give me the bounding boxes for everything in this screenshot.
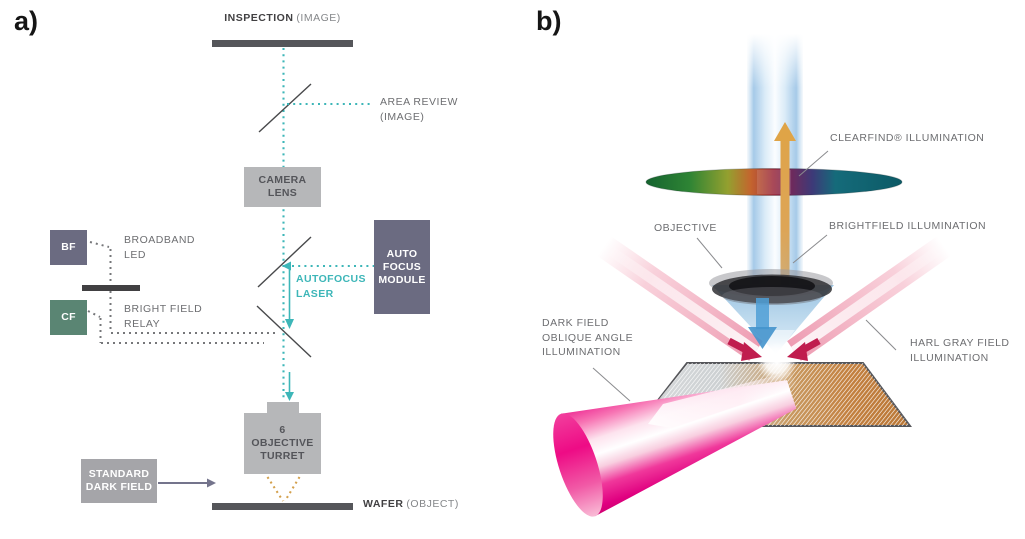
objective-label: OBJECTIVE bbox=[654, 222, 717, 234]
autofocus-laser-arrowhead-1 bbox=[285, 319, 294, 329]
cf-connector-dotted bbox=[87, 310, 101, 318]
left-convergence-arrowhead bbox=[741, 342, 762, 361]
wafer-label-rest: (OBJECT) bbox=[406, 498, 459, 510]
clearfind-pointer-line bbox=[798, 150, 829, 177]
wafer-label: WAFER(OBJECT) bbox=[363, 497, 459, 512]
pointer-lines bbox=[592, 150, 897, 402]
brightfield-illumination-label: BRIGHTFIELD ILLUMINATION bbox=[829, 220, 987, 232]
panel-b-graphics bbox=[553, 34, 951, 517]
brightfield-pointer-line bbox=[792, 234, 828, 264]
beam-top-fade bbox=[745, 34, 805, 88]
inspection-label: INSPECTION(IMAGE) bbox=[212, 11, 353, 26]
objective-turret-box: 6 OBJECTIVE TURRET bbox=[244, 413, 321, 474]
autofocus-laser-label: AUTOFOCUS LASER bbox=[296, 273, 366, 300]
autofocus-laser-arrowhead-2 bbox=[285, 392, 294, 401]
clearfind-arrowhead bbox=[774, 122, 796, 141]
inspection-label-rest: (IMAGE) bbox=[296, 12, 341, 24]
objective-turret-tab bbox=[267, 402, 299, 414]
focus-cone bbox=[712, 285, 834, 354]
standard-dark-field-box: STANDARD DARK FIELD bbox=[81, 459, 157, 503]
objective-pointer-line bbox=[696, 237, 723, 269]
right-convergence-arrowhead bbox=[787, 342, 808, 361]
focus-glow bbox=[757, 342, 797, 382]
objective-lens-rim bbox=[722, 287, 822, 305]
harl-gray-pointer-line bbox=[865, 319, 897, 351]
auto-focus-module-box: AUTO FOCUS MODULE bbox=[374, 220, 430, 314]
bf-connector-dotted bbox=[89, 241, 110, 248]
dark-field-cone-right-dotted bbox=[284, 476, 301, 502]
dark-field-cone-left-dotted bbox=[266, 476, 284, 502]
panel-b-tag: b) bbox=[536, 6, 562, 36]
panel-a-graphics bbox=[82, 40, 374, 510]
standard-dark-field-arrowhead bbox=[207, 478, 216, 488]
dark-field-oblique-label: DARK FIELD OBLIQUE ANGLE ILLUMINATION bbox=[542, 317, 634, 358]
panel-a-tag: a) bbox=[14, 6, 39, 36]
beam-splitter-2-line bbox=[257, 236, 312, 288]
inspection-image-plane-bar bbox=[212, 40, 353, 47]
clearfind-disc bbox=[645, 168, 903, 196]
bright-field-relay-label: BRIGHT FIELD RELAY bbox=[124, 303, 203, 330]
oblique-beam-cylinder bbox=[553, 380, 797, 517]
oblique-beam-body bbox=[561, 380, 797, 517]
area-review-label: AREA REVIEW (IMAGE) bbox=[380, 96, 458, 123]
harl-gray-field-label: HARL GRAY FIELD ILLUMINATION bbox=[910, 337, 1010, 364]
clearfind-illumination-label: CLEARFIND® ILLUMINATION bbox=[830, 132, 985, 144]
oblique-beam-endcap bbox=[553, 413, 603, 517]
relay-lens-bar bbox=[82, 285, 140, 291]
brightfield-arrowhead bbox=[748, 327, 777, 349]
bf-box: BF bbox=[50, 230, 87, 265]
objective-lens-core bbox=[729, 276, 815, 296]
beam-splitter-1-line bbox=[258, 83, 312, 133]
beam-splitter-3-line bbox=[256, 305, 312, 358]
dark-field-pointer-line bbox=[592, 367, 631, 402]
inspection-label-bold: INSPECTION bbox=[224, 12, 294, 24]
oblique-beam-streak bbox=[648, 372, 798, 428]
wafer-object-bar bbox=[212, 503, 353, 510]
camera-lens-box: CAMERA LENS bbox=[244, 167, 321, 207]
convergence-arrows bbox=[727, 337, 821, 361]
wafer-label-bold: WAFER bbox=[363, 498, 404, 510]
brightfield-arrow-shaft bbox=[756, 298, 769, 329]
gray-field-beam-right-core bbox=[791, 244, 943, 356]
dark-field-beam-left-core bbox=[605, 244, 759, 356]
clearfind-arrow-shaft bbox=[780, 139, 790, 295]
cf-box: CF bbox=[50, 300, 87, 335]
broadband-led-label: BROADBAND LED bbox=[124, 234, 196, 261]
